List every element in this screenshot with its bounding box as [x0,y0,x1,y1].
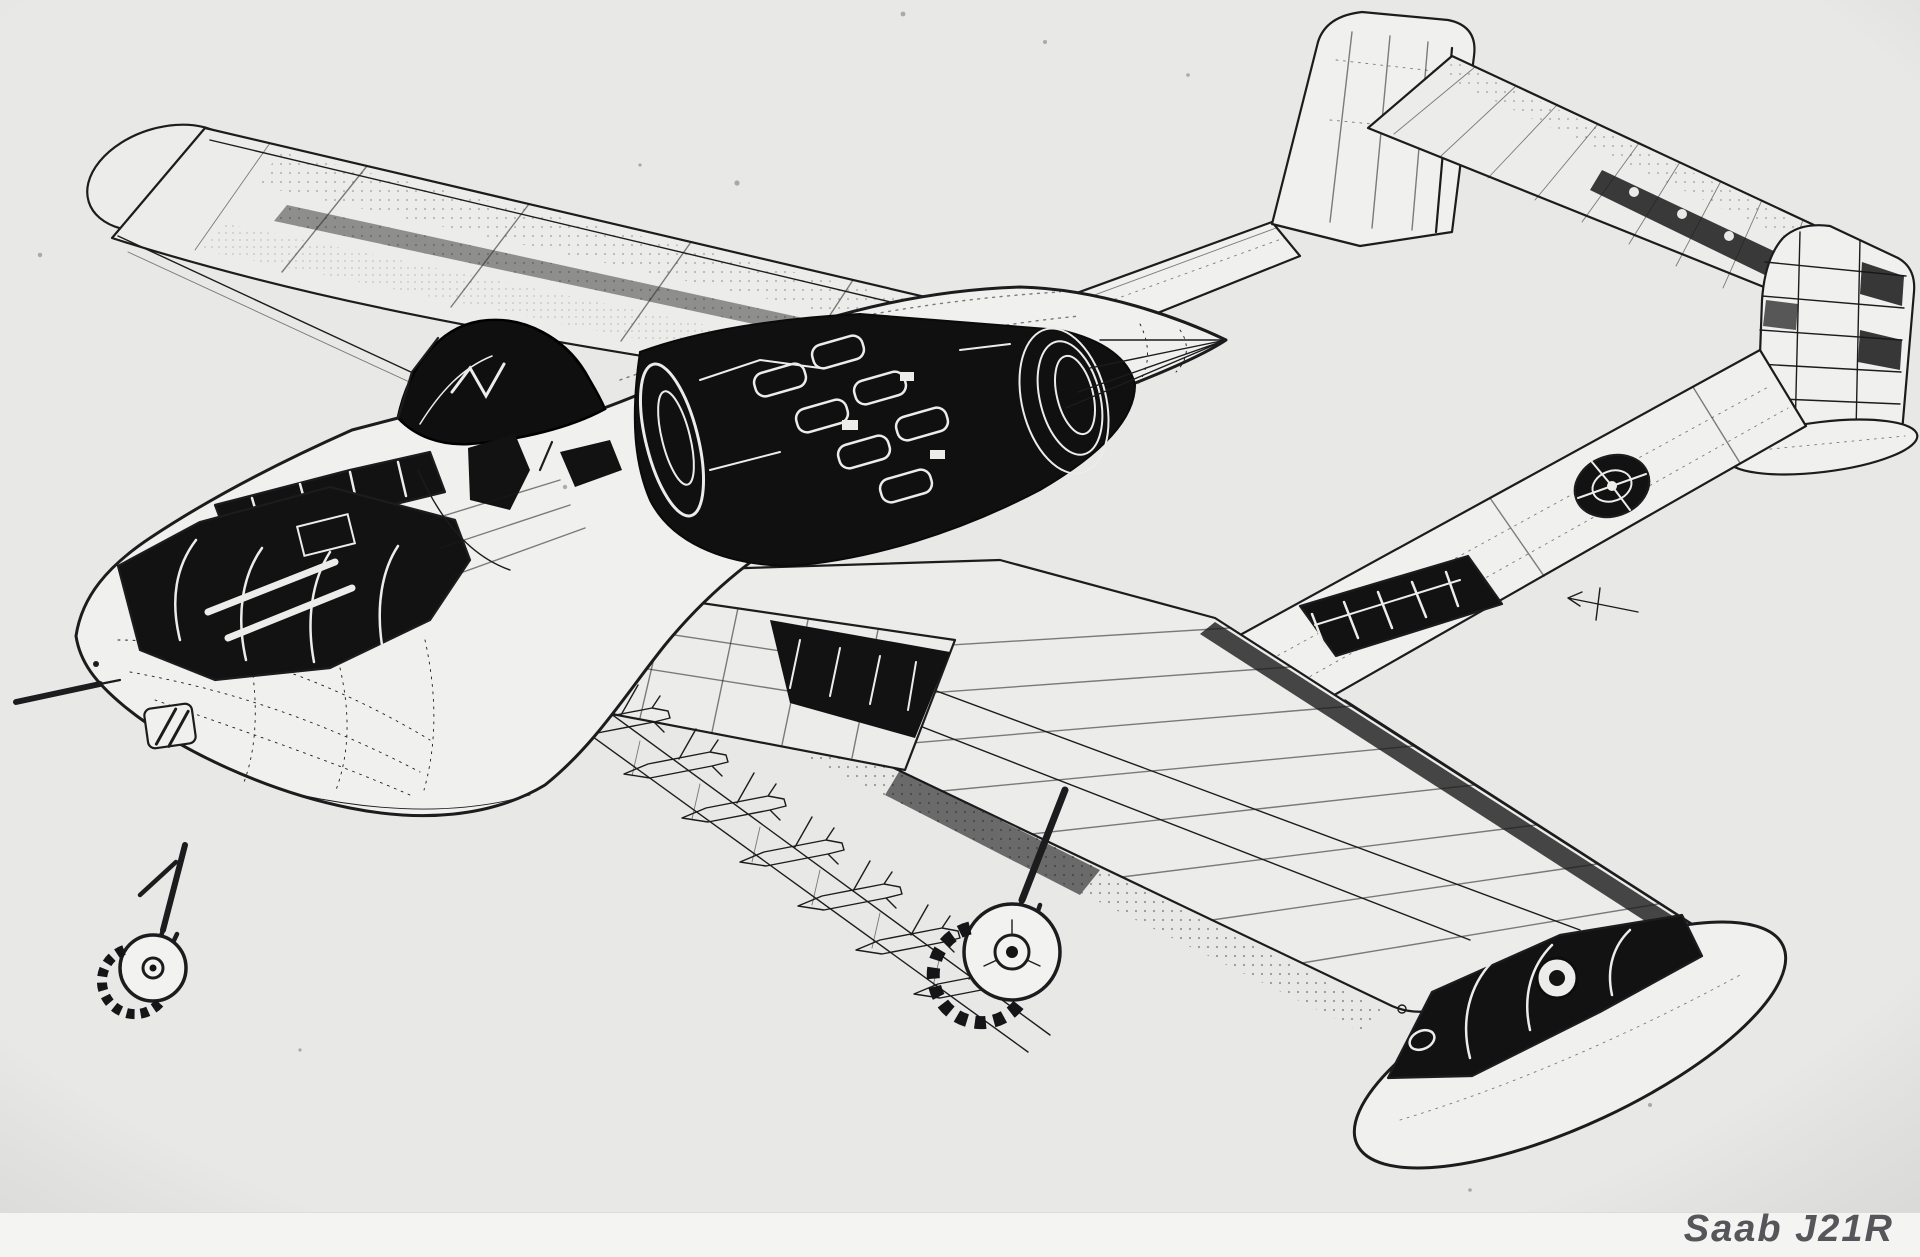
caption: Saab J21R [1683,1208,1894,1250]
page-footer-strip [0,1212,1920,1257]
